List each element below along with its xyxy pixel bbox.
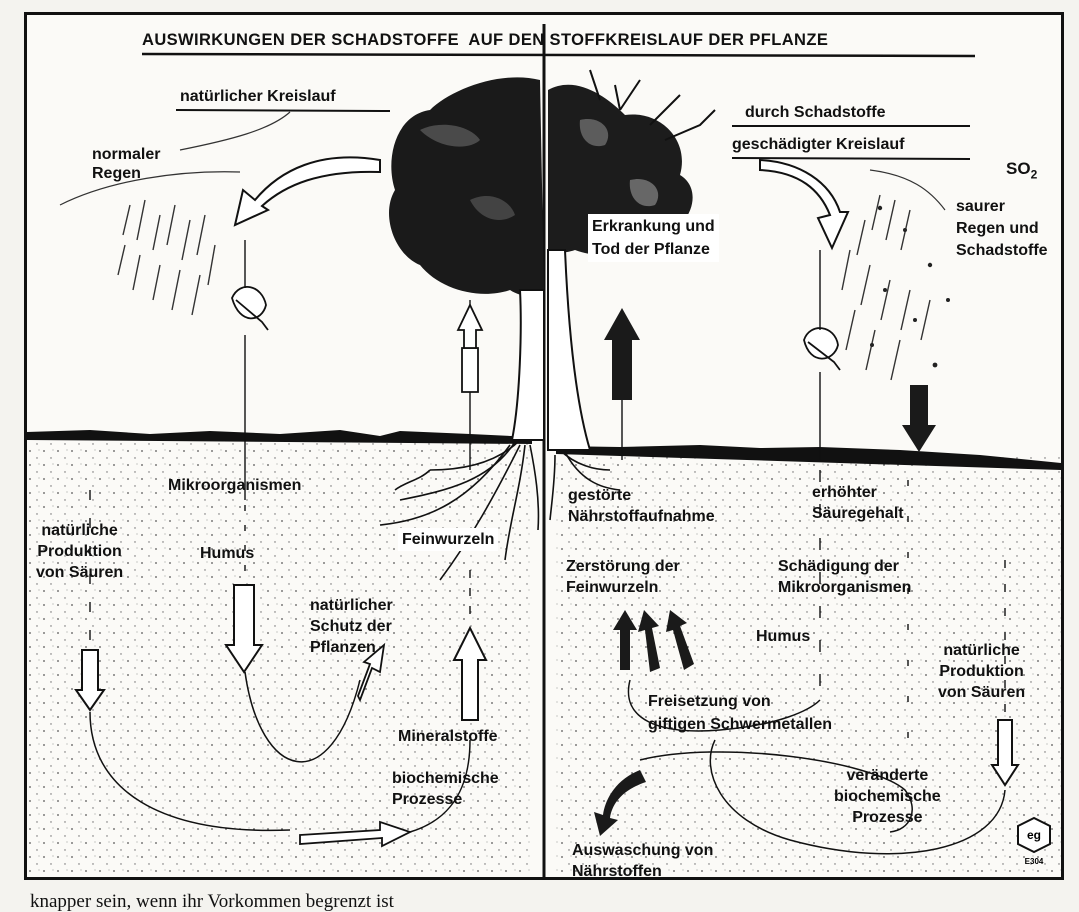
arrow-up-head-left xyxy=(458,305,482,348)
humus-label-right: Humus xyxy=(756,626,810,647)
title-underline xyxy=(142,54,975,56)
microorganisms-label-left: Mikroorganismen xyxy=(168,475,301,496)
rain-right xyxy=(842,195,930,380)
leaf-icon-left xyxy=(232,287,268,330)
curved-arrow-right xyxy=(760,160,848,248)
logo-code-text: E304 xyxy=(1025,857,1044,866)
page-footer-text: knapper sein, wenn ihr Vorkommen begrenz… xyxy=(30,892,394,912)
cloud-arc-right xyxy=(870,170,945,210)
tree-trunk-right xyxy=(548,250,590,450)
arrow-up-disease xyxy=(604,308,640,400)
tree-crown-left xyxy=(389,77,544,295)
left-heading: natürlicher Kreislauf xyxy=(180,86,336,107)
right-heading-line2: geschädigter Kreislauf xyxy=(732,134,905,155)
pollutant-dots xyxy=(870,206,950,368)
humus-label-left: Humus xyxy=(200,543,254,564)
minerals-label: Mineralstoffe xyxy=(398,726,498,747)
so2-label: SO2 xyxy=(1006,158,1037,185)
right-heading-line1: durch Schadstoffe xyxy=(745,102,885,123)
logo-mark-text: eg xyxy=(1027,828,1041,842)
rain-left xyxy=(118,200,215,315)
fine-roots-label: Feinwurzeln xyxy=(398,528,498,551)
arrow-down-acid-rain xyxy=(902,385,936,452)
curved-arrow-left xyxy=(235,157,380,225)
tree-trunk-left xyxy=(512,290,544,440)
diagram-title: AUSWIRKUNGEN DER SCHADSTOFFE AUF DEN STO… xyxy=(142,30,828,51)
right-heading-underline-2 xyxy=(732,158,970,159)
left-heading-underline xyxy=(176,110,390,111)
arrow-up-stem-left xyxy=(462,348,478,392)
cloud-arc-left-2 xyxy=(180,112,290,150)
leaf-icon-right xyxy=(804,328,840,370)
